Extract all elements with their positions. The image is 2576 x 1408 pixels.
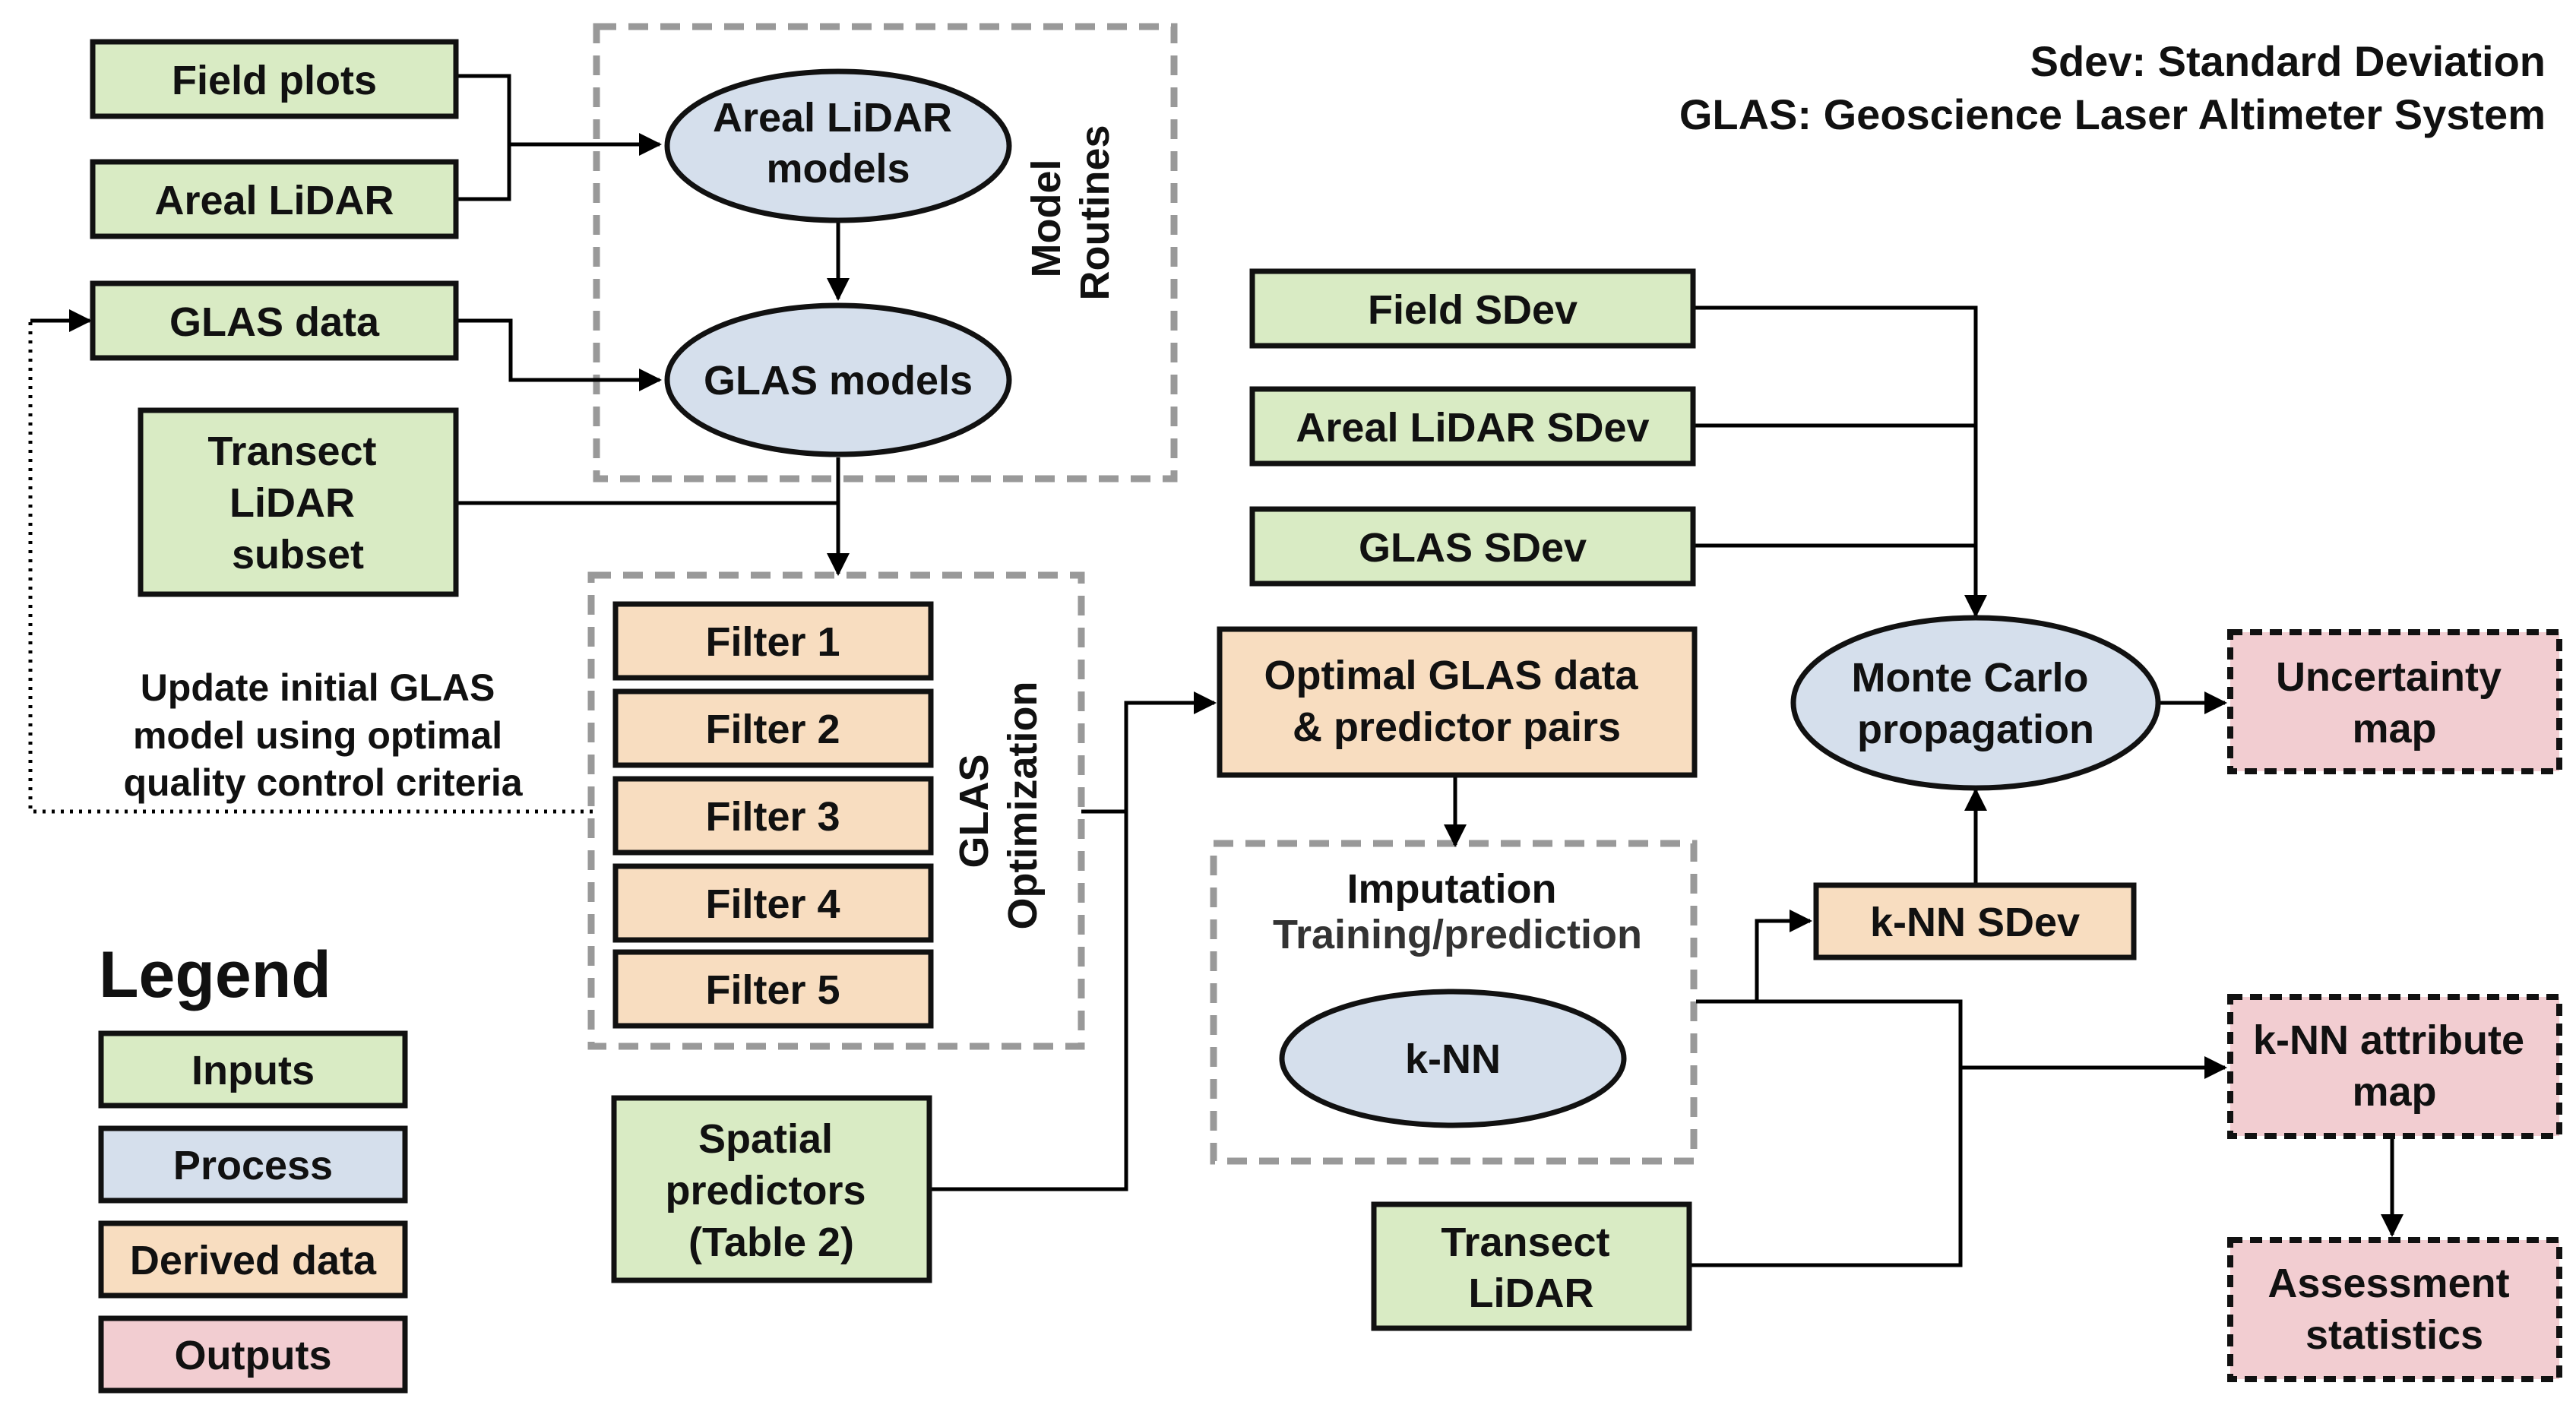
svg-text:Spatial predictors: Spatial predictors (Table 2) (665, 1116, 877, 1265)
svg-text:Uncertainty map: Uncertainty map (2276, 654, 2513, 751)
input-field-sdev: Field SDev (1249, 268, 1696, 349)
svg-text:Transect LiDAR: Transect LiDAR (1441, 1220, 1621, 1316)
input-transect-lidar-subset: Transect LiDAR subset (138, 407, 459, 597)
input-transect-lidar: Transect LiDAR (1371, 1201, 1692, 1331)
input-glas-sdev: GLAS SDev (1249, 506, 1696, 587)
svg-text:Areal LiDAR models: Areal LiDAR models (713, 95, 964, 191)
process-knn: k-NN (1279, 989, 1627, 1128)
feedback-note: Update initial GLAS model using optimal … (123, 666, 523, 804)
svg-text:Assessment statistics: Assessment statistics (2267, 1261, 2521, 1358)
svg-text:Inputs: Inputs (191, 1048, 315, 1093)
svg-text:Outputs: Outputs (175, 1333, 332, 1378)
model-routines-container (593, 23, 1178, 483)
svg-text:Areal LiDAR SDev: Areal LiDAR SDev (1296, 405, 1649, 451)
derived-knn-sdev: k-NN SDev (1813, 882, 2137, 960)
svg-text:Filter 4: Filter 4 (705, 881, 840, 927)
input-areal-lidar: Areal LiDAR (90, 159, 459, 239)
svg-text:Areal LiDAR: Areal LiDAR (154, 178, 394, 223)
legend-derived-data: Derived data (98, 1220, 408, 1299)
output-assessment-statistics: Assessment statistics (2227, 1237, 2562, 1382)
svg-text:Field plots: Field plots (172, 58, 377, 103)
output-knn-attribute-map: k-NN attribute map (2227, 994, 2562, 1139)
svg-text:GLAS models: GLAS models (704, 358, 973, 403)
glas-optimization-label: GLAS Optimization (951, 682, 1046, 930)
legend-process: Process (98, 1125, 408, 1204)
abbreviation-sdev: Sdev: Standard Deviation (2030, 37, 2546, 85)
imputation-label: Imputation Training/prediction (1273, 866, 1642, 957)
svg-text:Process: Process (173, 1143, 333, 1188)
svg-text:Filter 3: Filter 3 (705, 794, 840, 840)
input-spatial-predictors: Spatial predictors (Table 2) (611, 1095, 932, 1283)
filter-2: Filter 2 (612, 688, 934, 768)
filter-1: Filter 1 (612, 601, 934, 681)
filter-5: Filter 5 (612, 949, 934, 1029)
filter-3: Filter 3 (612, 776, 934, 856)
svg-text:Filter 5: Filter 5 (705, 967, 840, 1013)
connectors (28, 74, 2404, 1267)
output-uncertainty-map: Uncertainty map (2227, 629, 2562, 774)
svg-text:Filter 2: Filter 2 (705, 707, 840, 752)
process-areal-lidar-models: Areal LiDAR models (664, 68, 1012, 223)
derived-optimal-glas-pairs: Optimal GLAS data & predictor pairs (1217, 626, 1698, 778)
input-areal-lidar-sdev: Areal LiDAR SDev (1249, 386, 1696, 467)
svg-text:GLAS data: GLAS data (169, 299, 380, 345)
abbreviation-glas: GLAS: Geoscience Laser Altimeter System (1679, 90, 2546, 138)
svg-text:k-NN attribute map: k-NN attribute map (2253, 1017, 2536, 1115)
legend-title: Legend (99, 938, 331, 1011)
filter-4: Filter 4 (612, 863, 934, 943)
process-glas-models: GLAS models (664, 302, 1012, 457)
input-field-plots: Field plots (90, 39, 459, 119)
svg-text:Monte Carlo propagation: Monte Carlo propagation (1851, 655, 2100, 752)
input-glas-data: GLAS data (90, 280, 459, 361)
svg-text:Field SDev: Field SDev (1368, 287, 1578, 333)
legend-outputs: Outputs (98, 1315, 408, 1394)
svg-text:GLAS SDev: GLAS SDev (1359, 525, 1587, 571)
svg-text:k-NN SDev: k-NN SDev (1870, 900, 2080, 945)
svg-text:Optimal GLAS data & pred: Optimal GLAS data & predictor pairs (1264, 653, 1649, 750)
model-routines-label: Model Routines (1024, 125, 1118, 300)
process-monte-carlo: Monte Carlo propagation (1790, 615, 2161, 791)
legend-inputs: Inputs (98, 1030, 408, 1109)
svg-text:Filter 1: Filter 1 (705, 619, 840, 665)
legend: Legend Inputs Process Derived data Outpu… (98, 938, 408, 1394)
svg-text:Transect LiDAR sub: Transect LiDAR subset (207, 429, 388, 577)
svg-text:k-NN: k-NN (1405, 1036, 1501, 1082)
svg-text:Derived data: Derived data (130, 1238, 377, 1283)
